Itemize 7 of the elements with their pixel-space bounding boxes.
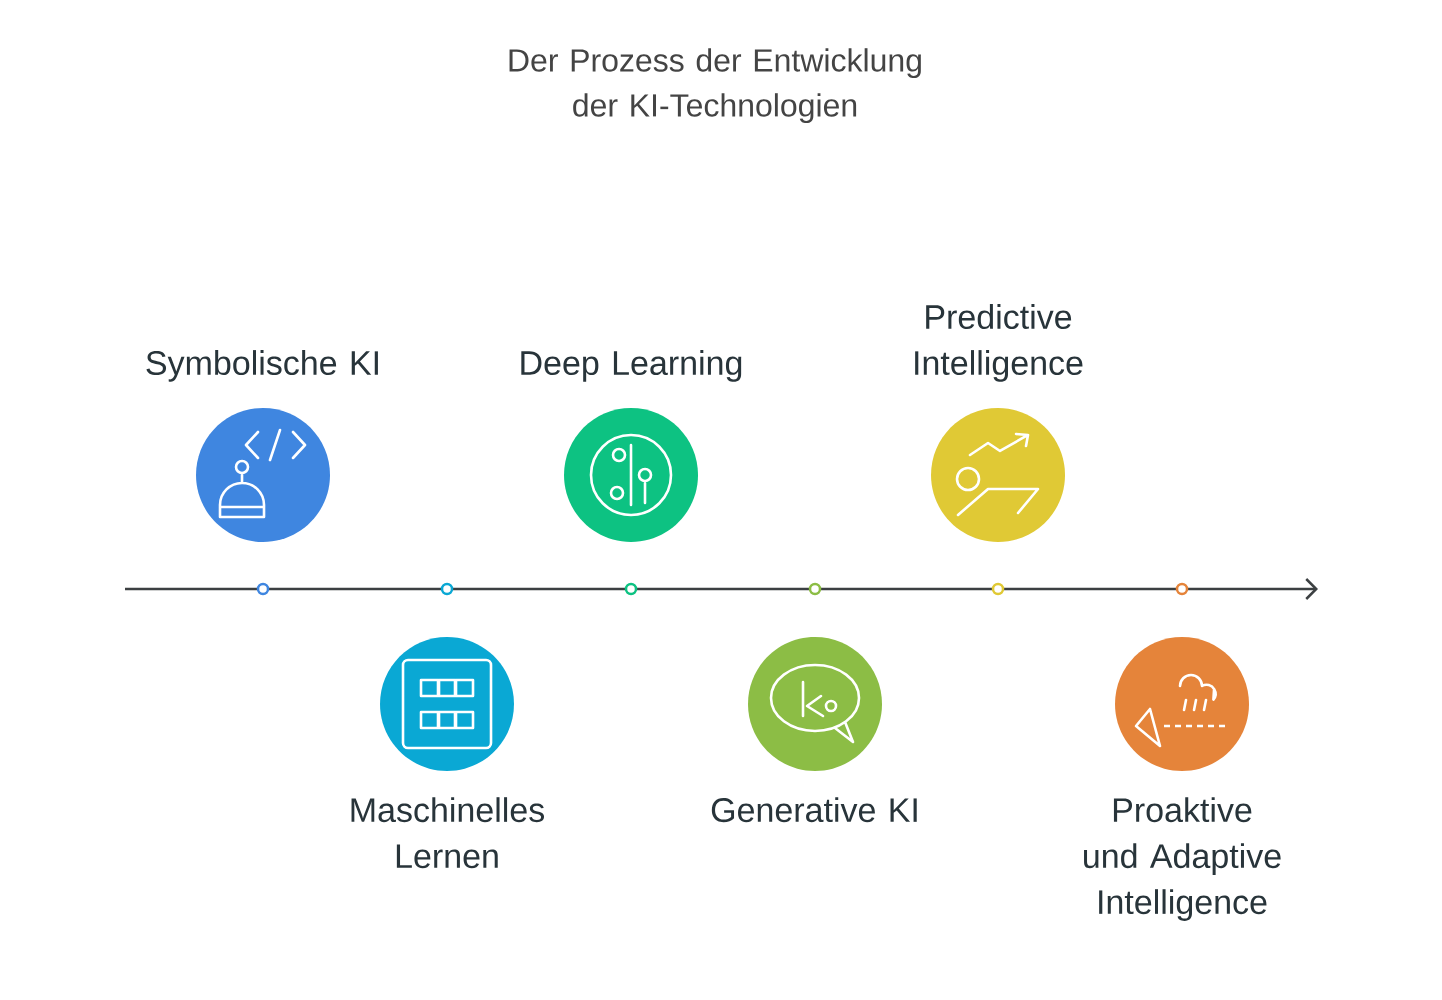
stage-label: Proaktive und Adaptive Intelligence xyxy=(1084,797,1281,921)
stage-label: Generative KI xyxy=(711,797,917,823)
stage-label: Deep Learning xyxy=(521,350,742,382)
stage-label: Symbolische KI xyxy=(146,350,378,382)
stage-label: Predictive Intelligence xyxy=(915,304,1083,382)
stage-label: Maschinelles Lernen xyxy=(351,797,544,869)
title: Der Prozess der Entwicklung der KI-Technologien xyxy=(509,48,921,123)
